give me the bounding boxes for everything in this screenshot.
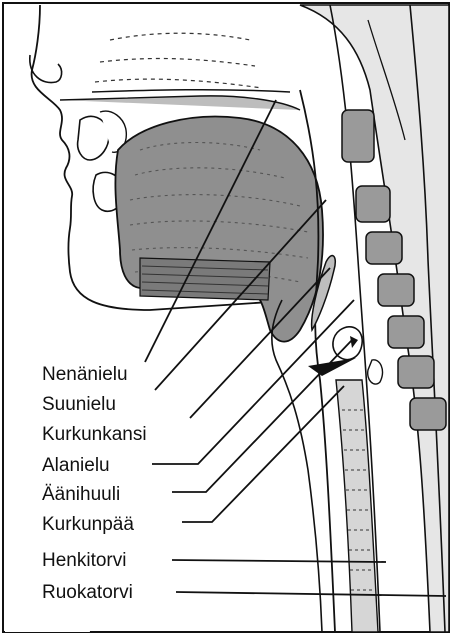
label-henkitorvi: Henkitorvi [42, 550, 126, 571]
label-kurkunkansi: Kurkunkansi [42, 424, 147, 445]
label-alanielu: Alanielu [42, 455, 110, 476]
leader-ruokatorvi [176, 592, 446, 596]
label-kurkunpaa: Kurkunpää [42, 514, 134, 535]
leader-alanielu [152, 300, 354, 464]
vertebra [398, 356, 434, 388]
label-ruokatorvi: Ruokatorvi [42, 582, 133, 603]
neck-tissue [300, 5, 449, 632]
vertebra [378, 274, 414, 306]
cartilage [368, 360, 383, 384]
label-suunielu: Suunielu [42, 394, 116, 415]
label-nenanielu: Nenänielu [42, 364, 128, 385]
vertebra [356, 186, 390, 222]
label-aanihuuli: Äänihuuli [42, 484, 120, 505]
vertebra [342, 110, 374, 162]
vertebra [388, 316, 424, 348]
vertebra [366, 232, 402, 264]
vertebra [410, 398, 446, 430]
pharynx-front-wall [272, 300, 322, 632]
